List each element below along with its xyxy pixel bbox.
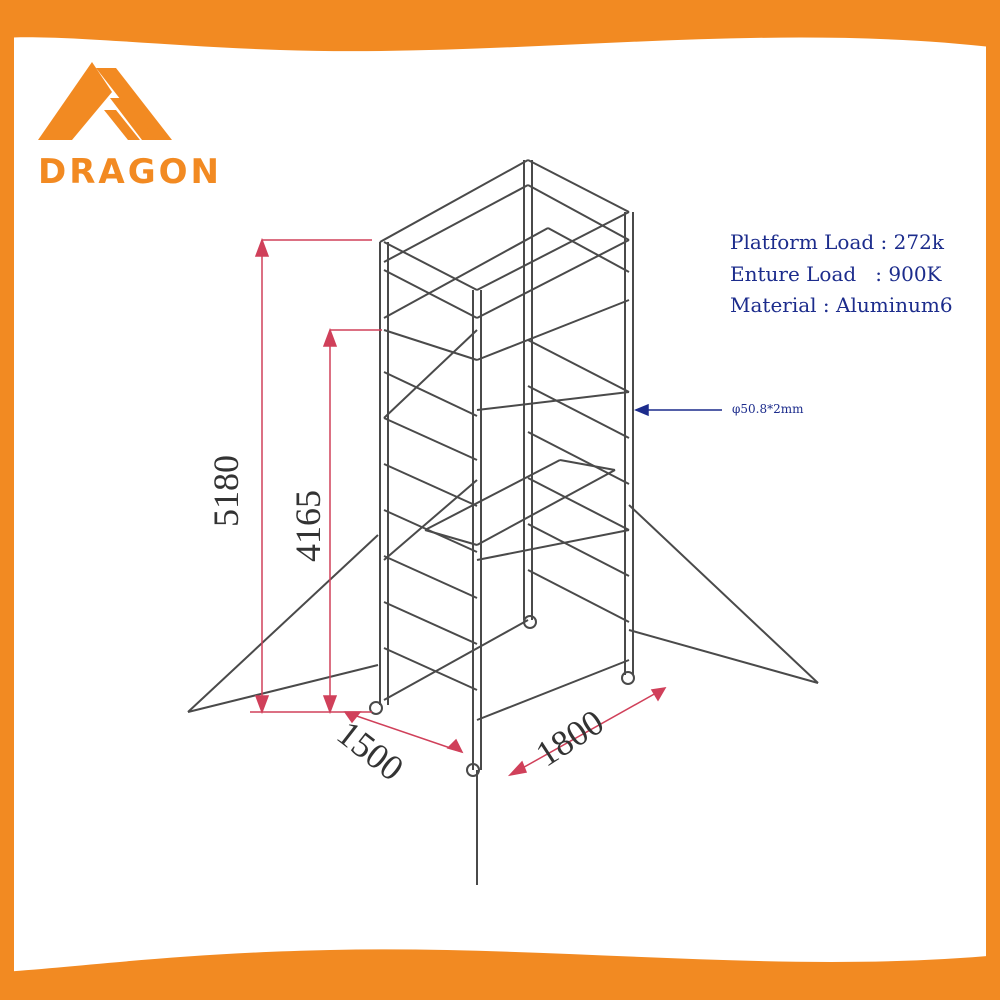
platform-load-spec: Platform Load : 272k (730, 230, 944, 254)
right-border (986, 0, 1000, 1000)
pipe-diameter-label: φ50.8*2mm (732, 402, 804, 416)
top-swoosh (0, 0, 1000, 52)
left-border (0, 0, 14, 1000)
dragon-logo-icon (38, 62, 172, 140)
total-height-dimension: 5180 (206, 455, 246, 527)
scaffold-tower (187, 159, 819, 885)
pipe-callout (634, 403, 722, 417)
platform-height-dimension: 4165 (288, 490, 328, 562)
bottom-swoosh (0, 949, 1000, 1000)
brand-name: DRAGON (38, 152, 222, 192)
entire-load-spec: Enture Load : 900K (730, 262, 942, 286)
material-spec: Material : Aluminum6 (730, 293, 953, 317)
dimension-lines (250, 237, 667, 777)
